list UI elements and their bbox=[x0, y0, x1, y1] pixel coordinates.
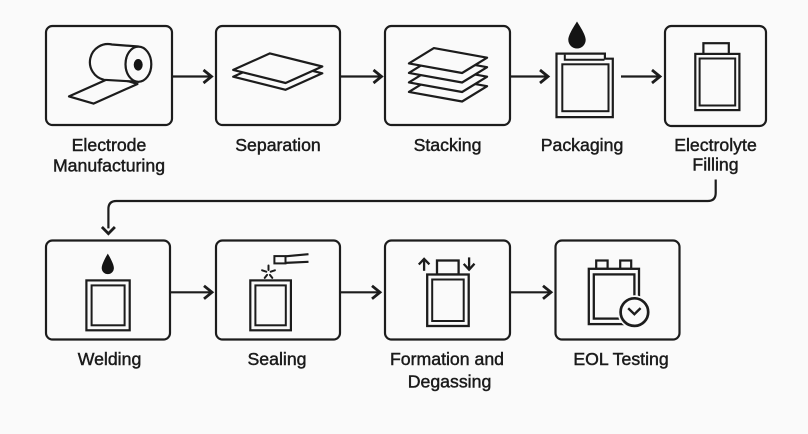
svg-text:Degassing: Degassing bbox=[408, 371, 492, 391]
svg-text:Separation: Separation bbox=[235, 135, 321, 155]
svg-text:Sealing: Sealing bbox=[247, 349, 306, 369]
svg-text:Welding: Welding bbox=[78, 349, 142, 369]
svg-text:EOL Testing: EOL Testing bbox=[573, 349, 668, 369]
svg-text:Packaging: Packaging bbox=[541, 135, 624, 155]
svg-text:Formation and: Formation and bbox=[390, 349, 504, 369]
svg-text:Electrode: Electrode bbox=[72, 135, 147, 155]
svg-text:Manufacturing: Manufacturing bbox=[53, 156, 165, 176]
svg-text:Electrolyte: Electrolyte bbox=[674, 135, 757, 155]
svg-text:Filling: Filling bbox=[692, 155, 738, 175]
svg-text:Stacking: Stacking bbox=[414, 135, 482, 155]
